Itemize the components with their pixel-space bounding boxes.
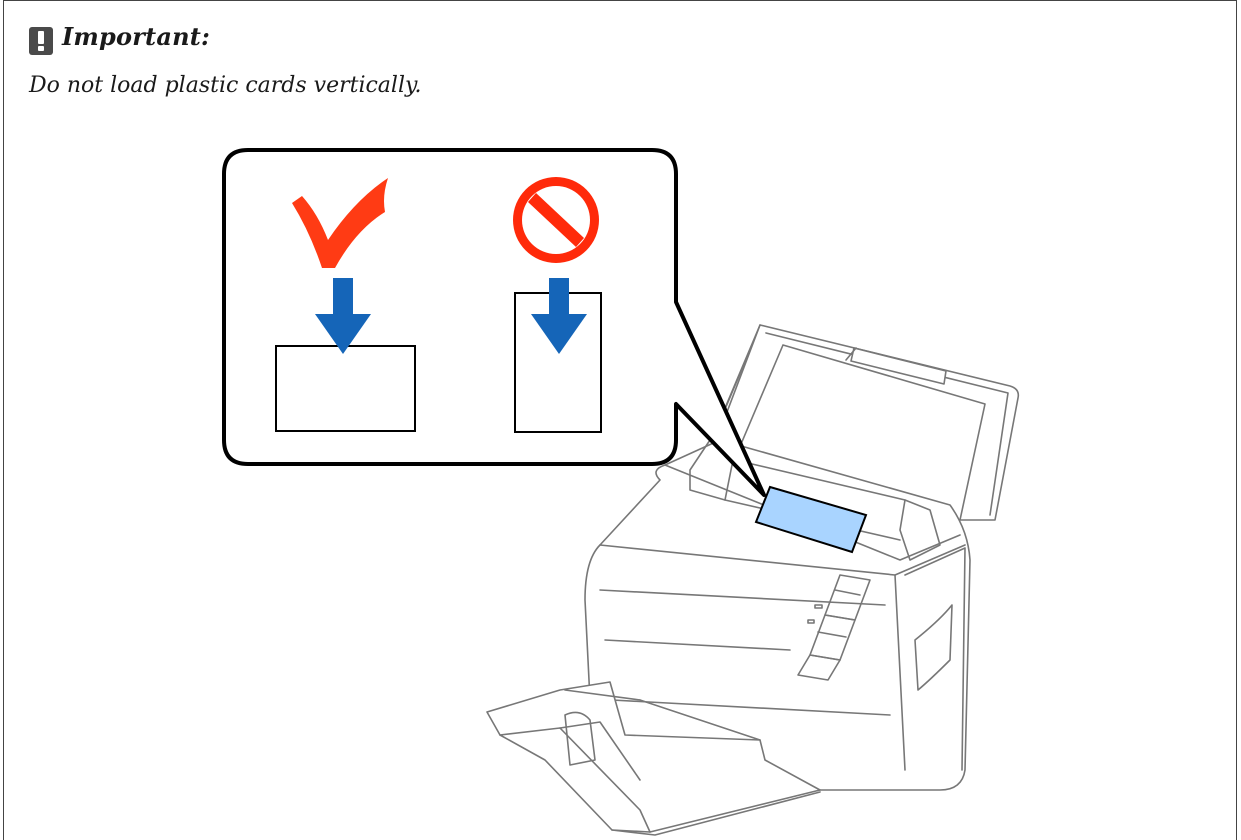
horizontal-card (276, 346, 415, 431)
incorrect-orientation (513, 177, 601, 432)
prohibited-icon (513, 177, 599, 263)
